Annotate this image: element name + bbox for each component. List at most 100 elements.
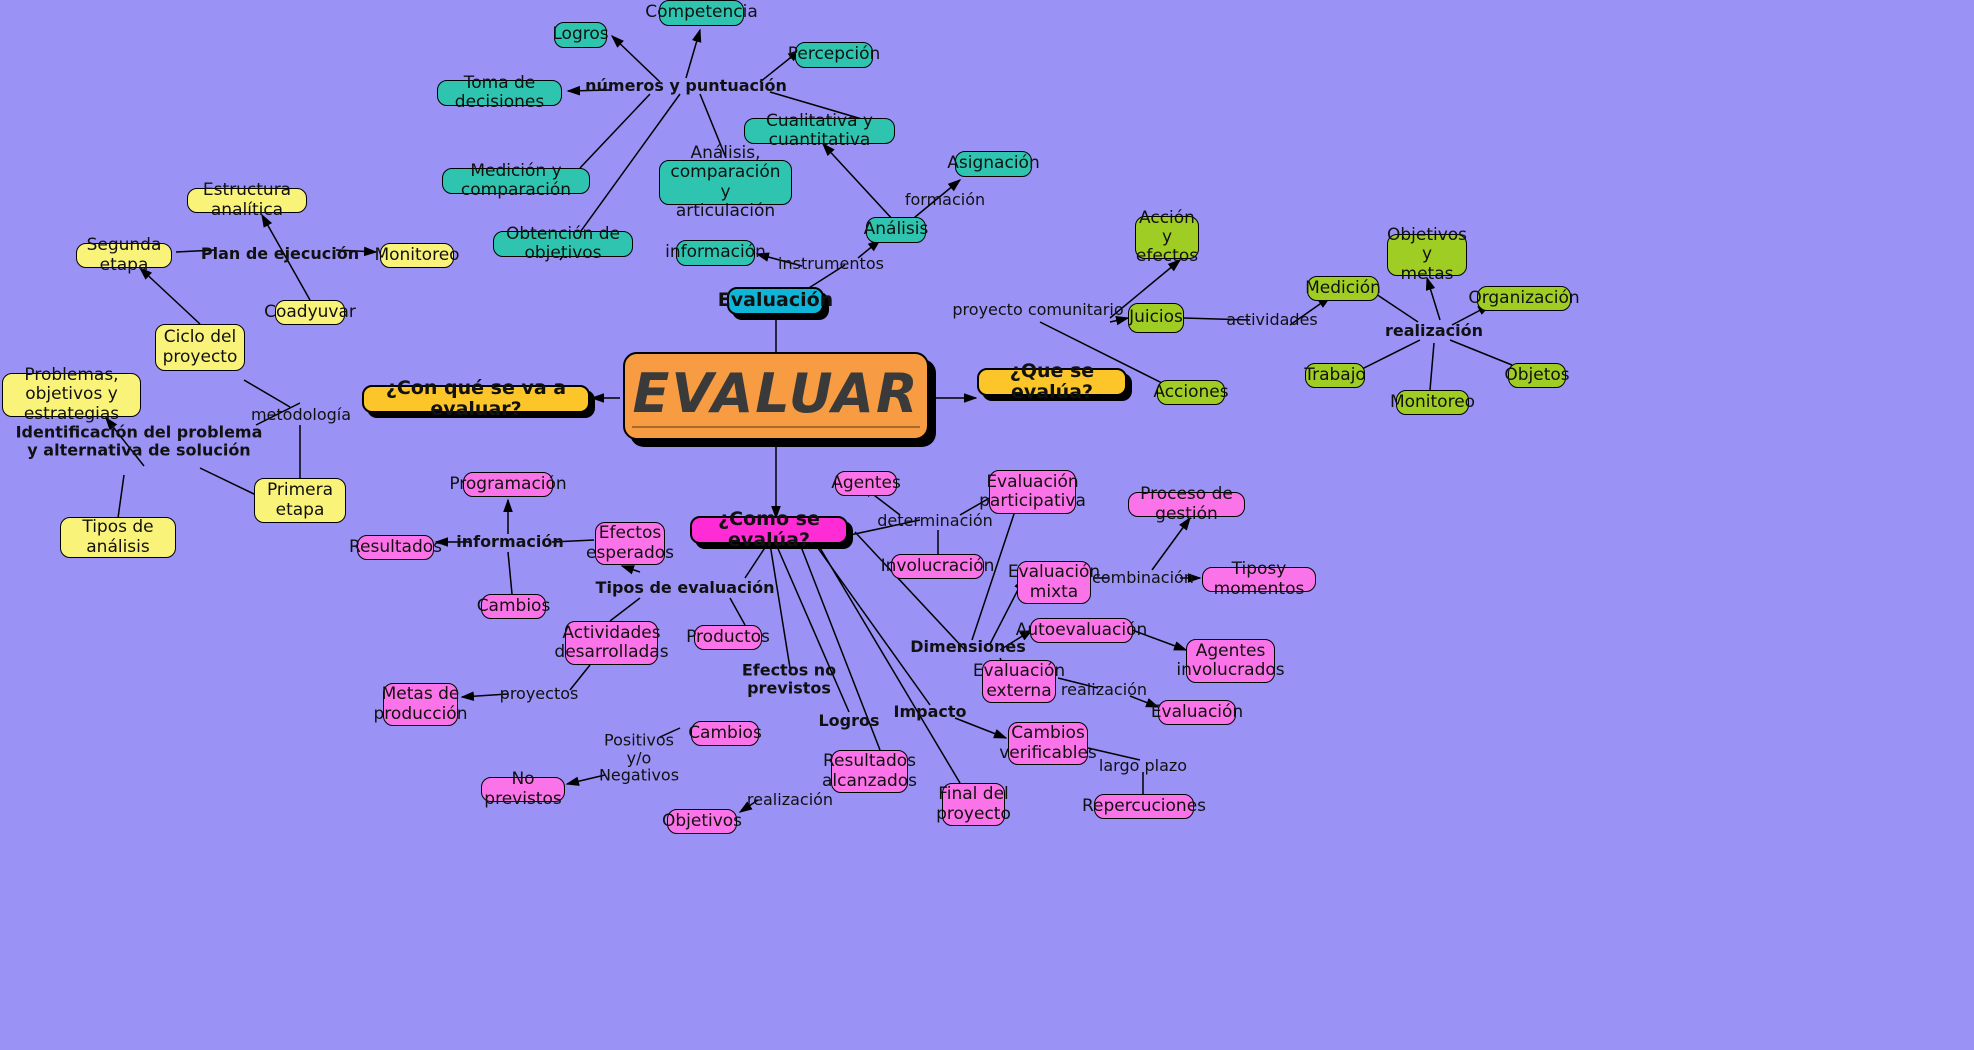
node-evaluacion_externa[interactable]: Evaluación externa [973, 660, 1065, 703]
node-label-tipos_analisis: Tipos de análisis [82, 517, 154, 557]
node-label-metas_produccion: Metas de producción [373, 684, 468, 724]
edge-label-proyectos: proyectos [499, 684, 579, 704]
node-label-autoevaluacion: Autoevaluación [1015, 619, 1148, 640]
node-label-ciclo_proyecto: Ciclo del proyecto [162, 327, 238, 367]
node-tipos_analisis[interactable]: Tipos de análisis [60, 517, 176, 558]
edge-label-realizacion-objetivos: realización [746, 790, 834, 810]
edge-label-tipos-de-evaluacion: Tipos de evaluación [595, 578, 775, 598]
node-organizacion[interactable]: Organización [1468, 286, 1580, 311]
root-node-evaluar[interactable]: EVALUAR [623, 352, 929, 440]
node-objetivos_pink[interactable]: Objetivos [662, 809, 742, 834]
node-label-cambios_info: Cambios [476, 595, 551, 616]
node-segunda_etapa[interactable]: Segunda etapa [76, 236, 172, 274]
node-obtencion_objetivos[interactable]: Obtención de objetivos [493, 224, 633, 263]
node-efectos_esperados[interactable]: Efectos esperados [586, 522, 674, 565]
edge-label-efectos-no-previstos: Efectos no previstos [741, 660, 837, 697]
edge-8 [821, 142, 896, 223]
edge-57 [854, 531, 966, 651]
node-cambios_info[interactable]: Cambios [477, 594, 550, 619]
node-label-agentes: Agentes [831, 472, 901, 493]
node-logros_top[interactable]: Logros [552, 22, 609, 48]
node-involucracion[interactable]: Involucración [881, 554, 994, 579]
node-label-evaluacion_mixta: Evaluación mixta [1007, 562, 1101, 602]
node-label-resultados_alcanzados: Resultados alcanzados [821, 751, 918, 791]
node-estructura_analitica[interactable]: Estructura analítica [187, 181, 307, 219]
node-analisis[interactable]: Análisis [863, 217, 929, 243]
edge-label-impacto: Impacto [893, 702, 967, 722]
node-metas_produccion[interactable]: Metas de producción [374, 683, 467, 726]
node-informacion_teal[interactable]: información [665, 240, 766, 266]
node-label-analisis: Análisis [863, 219, 929, 240]
node-label-proceso_gestion: Proceso de gestión [1140, 484, 1233, 524]
node-resultados[interactable]: Resultados [349, 535, 442, 560]
node-agentes_involucrados[interactable]: Agentes involucrados [1176, 639, 1285, 683]
branch-node-evaluacion[interactable]: Evaluación [718, 287, 833, 315]
node-objetivos_metas[interactable]: Objetivos y metas [1387, 226, 1467, 283]
node-label-evaluacion_participativa: Evaluación participativa [979, 471, 1086, 511]
node-label-medicion_der: Medición [1305, 277, 1381, 298]
node-monitoreo_izq[interactable]: Monitoreo [374, 243, 460, 268]
node-medicion_comparacion[interactable]: Medición y comparación [442, 161, 590, 200]
node-label-competencia: Competencia [645, 2, 758, 23]
node-primera_etapa[interactable]: Primera etapa [254, 478, 346, 523]
node-actividades_desarrolladas[interactable]: Actividades desarrolladas [554, 621, 669, 665]
node-objetos[interactable]: Objetos [1504, 363, 1570, 388]
node-evaluacion_mixta[interactable]: Evaluación mixta [1008, 561, 1100, 604]
node-analisis_comp[interactable]: Análisis, comparación y articulación [659, 144, 792, 220]
node-acciones[interactable]: Acciones [1153, 380, 1229, 405]
node-productos[interactable]: Productos [686, 625, 770, 650]
edge-label-realizacion-der: realización [1385, 321, 1483, 341]
node-label-analisis_comp: Análisis, comparación y articulación [670, 143, 781, 221]
node-label-asignacion: Asignación [947, 153, 1040, 174]
node-label-final_proyecto: Final del proyecto [936, 784, 1011, 824]
node-label-cambios_verificables: Cambios verificables [999, 723, 1097, 763]
edge-23 [199, 467, 257, 496]
node-programacion[interactable]: Programación [449, 472, 567, 497]
node-no_previstos[interactable]: No previstos [481, 770, 565, 808]
root-label: EVALUAR [632, 363, 920, 429]
node-label-toma_decisiones: Toma de decisiones [454, 72, 545, 112]
edge-36 [1449, 339, 1513, 366]
node-autoevaluacion[interactable]: Autoevaluación [1016, 618, 1147, 643]
edge-17 [138, 266, 201, 325]
node-tipos_momentos[interactable]: Tiposy momentos [1202, 560, 1316, 598]
branch-node-que-se-evalua[interactable]: ¿Que se evalúa? [977, 360, 1127, 403]
node-label-monitoreo_izq: Monitoreo [374, 244, 460, 265]
edge-label-combinacion: combinación [1092, 568, 1194, 588]
node-cambios_verificables[interactable]: Cambios verificables [999, 722, 1097, 765]
branch-node-con-que-se-va-a-evaluar[interactable]: ¿Con qué se va a evaluar? [362, 377, 590, 420]
node-label-actividades_desarrolladas: Actividades desarrolladas [554, 622, 669, 662]
node-label-no_previstos: No previstos [484, 769, 562, 809]
branch-node-como-se-evalua[interactable]: ¿Como se evalúa? [690, 508, 848, 551]
node-ciclo_proyecto[interactable]: Ciclo del proyecto [155, 324, 245, 371]
node-accion_efectos[interactable]: Acción y efectos [1135, 208, 1199, 266]
node-repercuciones[interactable]: Repercuciones [1082, 794, 1206, 819]
node-resultados_alcanzados[interactable]: Resultados alcanzados [822, 750, 917, 793]
node-percepcion[interactable]: Percepción [788, 42, 880, 68]
node-evaluacion_participativa[interactable]: Evaluación participativa [979, 470, 1086, 514]
node-medicion_der[interactable]: Medición [1305, 276, 1381, 301]
node-juicios[interactable]: Juicios [1128, 303, 1184, 333]
edge-42 [620, 565, 641, 575]
node-competencia[interactable]: Competencia [645, 0, 758, 26]
node-label-objetivos_metas: Objetivos y metas [1386, 225, 1468, 284]
node-final_proyecto[interactable]: Final del proyecto [936, 783, 1011, 826]
node-cambios_pos[interactable]: Cambios [688, 721, 762, 746]
node-problemas_objetivos[interactable]: Problemas, objetivos y estrategias [2, 366, 141, 423]
edge-44 [729, 597, 746, 626]
node-trabajo[interactable]: Trabajo [1304, 363, 1366, 388]
node-asignacion[interactable]: Asignación [947, 151, 1040, 177]
node-agentes[interactable]: Agentes [831, 471, 901, 496]
node-evaluacion_pink[interactable]: Evaluación [1151, 700, 1243, 725]
edge-label-informacion-label: información [456, 532, 564, 552]
node-proceso_gestion[interactable]: Proceso de gestión [1128, 485, 1245, 523]
edge-39 [507, 551, 513, 595]
node-coadyuvar[interactable]: Coadyuvar [264, 300, 356, 325]
node-label-efectos_esperados: Efectos esperados [585, 523, 675, 563]
node-toma_decisiones[interactable]: Toma de decisiones [437, 73, 562, 112]
node-label-logros_top: Logros [552, 24, 609, 45]
node-monitoreo_der[interactable]: Monitoreo [1390, 390, 1475, 415]
edge-label-largo-plazo: largo plazo [1098, 756, 1188, 776]
node-cualitativa[interactable]: Cualitativa y cuantitativa [744, 111, 895, 150]
